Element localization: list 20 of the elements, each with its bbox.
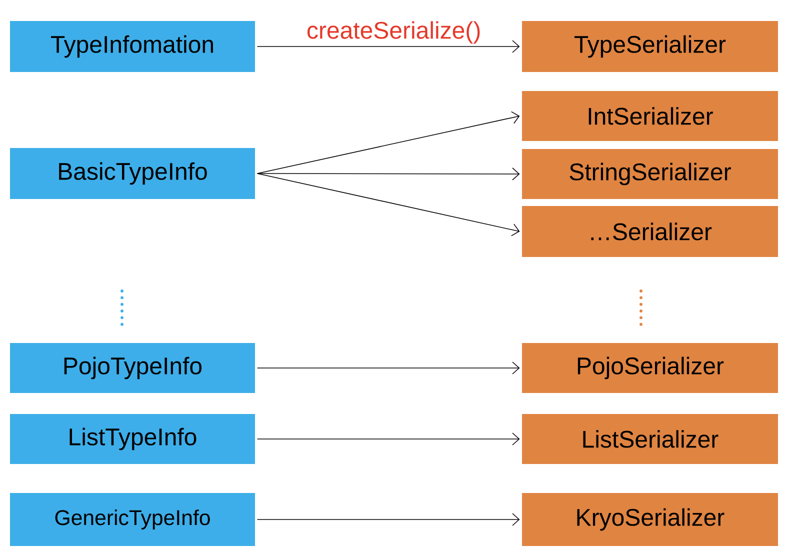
- serializer-box: KryoSerializer: [522, 493, 778, 546]
- type-info-box: ListTypeInfo: [10, 414, 255, 464]
- serializer-box: PojoSerializer: [522, 343, 778, 393]
- arrow: [256, 40, 520, 53]
- edge-label: createSerialize(): [308, 21, 480, 44]
- type-info-box: TypeInfomation: [10, 21, 255, 72]
- arrow: [256, 168, 520, 180]
- serializer-box: TypeSerializer: [522, 21, 778, 72]
- serializer-box: StringSerializer: [522, 149, 778, 199]
- serializer-box: …Serializer: [522, 206, 778, 257]
- arrow: [256, 362, 520, 374]
- type-info-box: BasicTypeInfo: [10, 148, 255, 199]
- arrow: [256, 432, 520, 446]
- type-info-box: PojoTypeInfo: [10, 343, 255, 393]
- serializer-box: IntSerializer: [522, 91, 778, 141]
- arrow: [256, 111, 520, 174]
- serializer-box: ListSerializer: [522, 414, 778, 464]
- type-info-box: GenericTypeInfo: [10, 493, 255, 546]
- arrow: [256, 173, 520, 236]
- arrow: [256, 513, 520, 526]
